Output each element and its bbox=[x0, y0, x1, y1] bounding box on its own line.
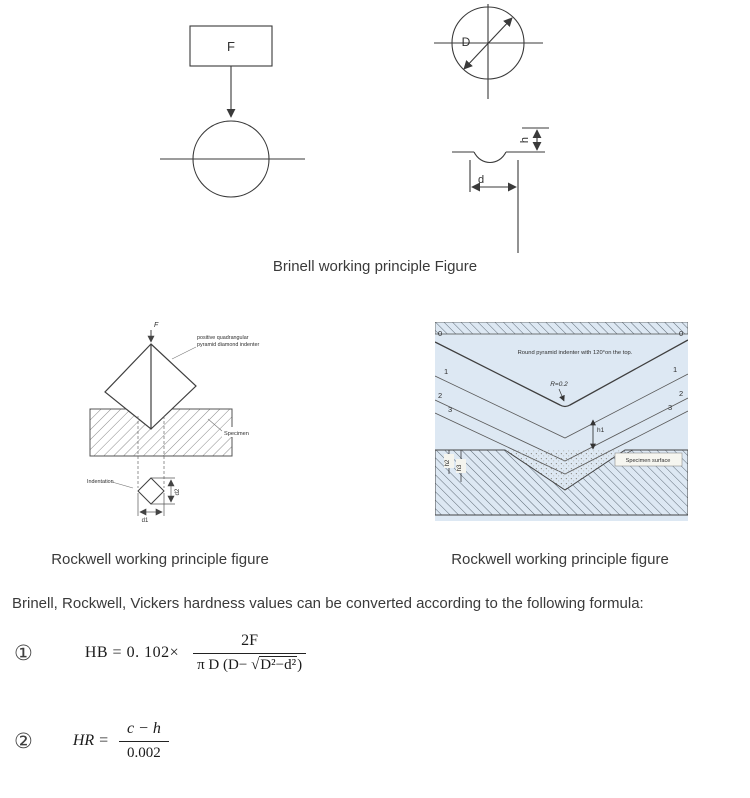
rockwell-caption: Rockwell working principle figure bbox=[451, 551, 669, 568]
scale-left-3: 3 bbox=[448, 405, 452, 414]
formula-2-denominator: 0.002 bbox=[127, 745, 161, 761]
stipple-zone bbox=[505, 450, 625, 490]
specimen-label-bg bbox=[222, 427, 259, 437]
den-suffix: ) bbox=[297, 657, 303, 673]
scale-left-1: 1 bbox=[444, 367, 448, 376]
scale-left-0: 0 bbox=[438, 329, 442, 338]
radical-sign: √ bbox=[251, 657, 260, 673]
diameter-arrow bbox=[463, 17, 513, 70]
formula-1-fraction: 2F π D (D− √D²−d²) bbox=[193, 632, 307, 674]
formula-2-index: ② bbox=[14, 728, 33, 753]
scale-right-1: 1 bbox=[673, 365, 677, 374]
indenter-note-line1: positive quadrangular bbox=[197, 335, 249, 341]
scale-right-0: 0 bbox=[679, 329, 683, 338]
h3-label-bg bbox=[456, 459, 466, 473]
scale-numbers: 0 1 2 3 0 1 2 3 bbox=[438, 329, 683, 414]
force-label: F bbox=[227, 39, 235, 54]
h2-label: h2 bbox=[445, 459, 451, 466]
indenter-outline bbox=[435, 339, 688, 408]
brinell-caption: Brinell working principle Figure bbox=[272, 258, 478, 275]
indenter-note-leader bbox=[171, 346, 197, 360]
radicand: D²−d² bbox=[259, 656, 298, 673]
h3-label: h3 bbox=[457, 464, 463, 471]
specimen-label: Specimen bbox=[224, 431, 249, 437]
formula-brinell-row: ① HB = 0. 102× 2F π D (D− √D²−d²) bbox=[14, 632, 307, 674]
d2-dimension bbox=[151, 477, 175, 505]
formula-1-numerator: 2F bbox=[193, 632, 307, 654]
formula-2-numerator: c − h bbox=[118, 720, 169, 742]
force-label: F bbox=[154, 322, 159, 329]
vickers-figure: F positive quadrangular pyramid diamond … bbox=[87, 322, 260, 524]
indentation-label: Indentation bbox=[87, 479, 114, 485]
indenter-note-line2: pyramid diamond indenter bbox=[197, 342, 260, 348]
formula-rockwell-row: ② HR = c − h 0.002 bbox=[14, 720, 169, 762]
specimen-surface-tag-bg bbox=[614, 452, 683, 467]
formula-1-denominator: π D (D− √D²−d²) bbox=[193, 654, 306, 674]
depth-label: h bbox=[519, 137, 531, 143]
scale-left-2: 2 bbox=[438, 391, 442, 400]
indenter-note: Round pyramid indenter with 120°on the t… bbox=[518, 350, 633, 356]
tip-radius-label: R=0.2 bbox=[550, 381, 568, 388]
h1-label: h1 bbox=[597, 427, 605, 434]
brinell-right-drawing bbox=[434, 4, 549, 253]
formula-1-lhs: HB = 0. 102× bbox=[84, 644, 180, 661]
top-hatch-strip bbox=[435, 322, 688, 335]
formula-1-index: ① bbox=[14, 640, 33, 665]
indenter-pyramid bbox=[104, 343, 197, 430]
h2-label-bg bbox=[444, 454, 454, 468]
brinell-figure: F D h d bbox=[160, 4, 549, 253]
projection-lines bbox=[137, 416, 165, 488]
tip-radius-arrow bbox=[558, 388, 565, 402]
specimen-surface-label: Specimen surface bbox=[626, 458, 671, 464]
den-prefix: π D (D− bbox=[197, 657, 252, 673]
scale-right-2: 2 bbox=[679, 389, 683, 398]
diameter-label: D bbox=[462, 35, 471, 49]
d1-dimension bbox=[137, 493, 165, 516]
formula-2-lhs: HR = bbox=[72, 732, 109, 749]
brinell-left-drawing bbox=[160, 25, 305, 198]
formula-2-fraction: c − h 0.002 bbox=[118, 720, 169, 762]
indent-diamond bbox=[137, 477, 165, 505]
d2-label: d2 bbox=[175, 488, 181, 495]
intro-text: Brinell, Rockwell, Vickers hardness valu… bbox=[12, 595, 644, 612]
indentation-dip bbox=[473, 151, 507, 164]
vickers-caption: Rockwell working principle figure bbox=[51, 551, 269, 568]
rockwell-figure: Round pyramid indenter with 120°on the t… bbox=[435, 322, 688, 521]
d1-label: d1 bbox=[142, 518, 149, 524]
indent-width-label: d bbox=[478, 174, 484, 186]
scale-right-3: 3 bbox=[668, 403, 672, 412]
